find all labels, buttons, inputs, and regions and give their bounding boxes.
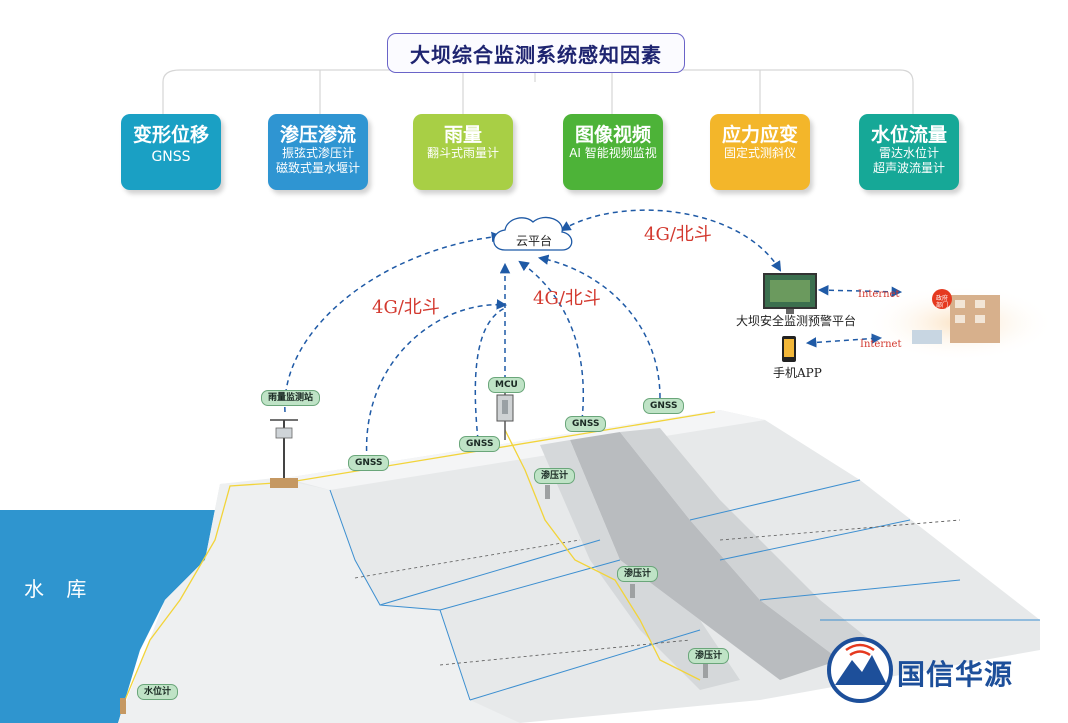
internet-label-bottom: Internet — [860, 339, 902, 350]
card-video: 图像视频 AI 智能视频监视 — [563, 114, 663, 190]
card-line: 翻斗式雨量计 — [426, 146, 499, 160]
phone-icon — [782, 336, 796, 362]
brand-name: 国信华源 — [897, 658, 1014, 691]
rain-station-icon — [270, 419, 298, 488]
water-level-tag: 水位计 — [137, 684, 179, 700]
sensor-devices — [120, 485, 708, 714]
card-seepage: 渗压渗流 振弦式渗压计 磁致式量水堰计 — [268, 114, 368, 190]
link-label-left: 4G/北斗 — [372, 297, 440, 318]
card-line: GNSS — [151, 149, 191, 165]
brand-logo-icon — [827, 637, 893, 703]
gnss-tag-2: GNSS — [459, 436, 501, 452]
mcu-tag: MCU — [488, 377, 525, 393]
reservoir-label: 水 库 — [24, 577, 95, 601]
rain-station-tag: 雨量监测站 — [261, 390, 321, 406]
gnss-tag-3: GNSS — [565, 416, 607, 432]
card-title: 变形位移 — [132, 124, 209, 146]
card-line: 振弦式渗压计 — [281, 146, 354, 160]
card-line: AI 智能视频监视 — [569, 146, 657, 160]
government-building-icon — [865, 285, 1055, 361]
piezometer-tag-1: 渗压计 — [534, 468, 576, 484]
diagram-title: 大坝综合监测系统感知因素 — [387, 33, 685, 73]
card-title: 雨量 — [443, 124, 482, 146]
card-title: 图像视频 — [574, 124, 651, 146]
card-line: 超声波流量计 — [872, 161, 945, 175]
cloud-platform-label: 云平台 — [516, 234, 553, 248]
card-title: 应力应变 — [721, 124, 798, 146]
reservoir-water — [0, 510, 220, 723]
card-line: 固定式测斜仪 — [723, 146, 796, 160]
card-water-level: 水位流量 雷达水位计 超声波流量计 — [859, 114, 959, 190]
cloud-shape — [493, 216, 573, 251]
app-label: 手机APP — [773, 366, 822, 380]
gnss-tag-4: GNSS — [643, 398, 685, 414]
gnss-tag-1: GNSS — [348, 455, 390, 471]
internet-label-top: Internet — [858, 289, 900, 300]
link-label-center: 4G/北斗 — [533, 288, 601, 309]
dam-body — [118, 410, 1040, 723]
card-title: 渗压渗流 — [279, 124, 356, 146]
mcu-box-icon — [496, 392, 514, 440]
gov-label: 政府部门 — [935, 295, 948, 309]
card-title: 水位流量 — [870, 124, 947, 146]
card-line: 雷达水位计 — [878, 146, 939, 160]
title-connector-tree — [162, 69, 914, 114]
card-rainfall: 雨量 翻斗式雨量计 — [413, 114, 513, 190]
card-line: 磁致式量水堰计 — [275, 161, 360, 175]
piezometer-tag-3: 渗压计 — [688, 648, 730, 664]
card-stress: 应力应变 固定式测斜仪 — [710, 114, 810, 190]
card-deformation: 变形位移 GNSS — [121, 114, 221, 190]
link-label-right: 4G/北斗 — [644, 224, 712, 245]
monitor-icon — [763, 273, 817, 314]
wireless-links — [284, 209, 903, 461]
platform-label: 大坝安全监测预警平台 — [736, 314, 857, 328]
piezometer-tag-2: 渗压计 — [617, 566, 659, 582]
